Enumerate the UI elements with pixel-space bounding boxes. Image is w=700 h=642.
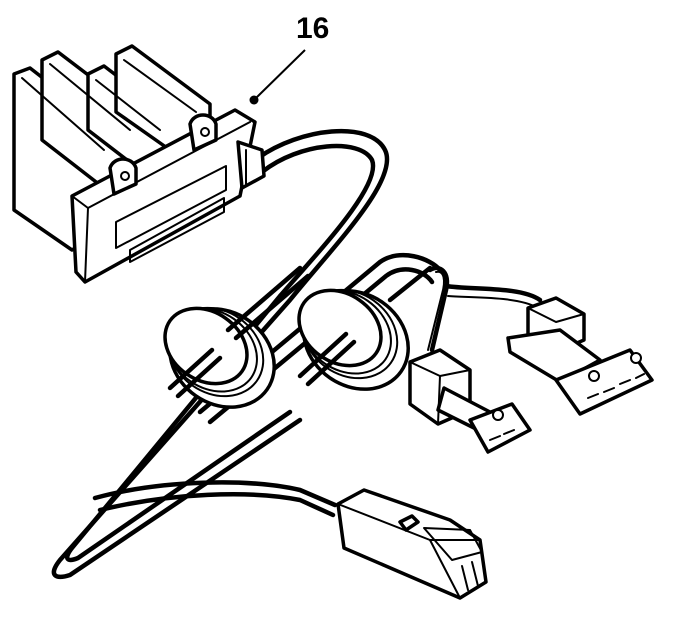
branch-wires xyxy=(427,265,543,353)
connector-bottom xyxy=(336,488,488,600)
callout-number-16: 16 xyxy=(296,12,330,45)
wire-loop xyxy=(51,128,443,580)
grommet-right xyxy=(297,265,433,391)
grommet-left xyxy=(163,265,311,409)
resistor-body xyxy=(12,44,266,284)
callout-leader xyxy=(249,49,306,105)
connector-large xyxy=(506,296,654,416)
connector-small xyxy=(408,348,532,454)
